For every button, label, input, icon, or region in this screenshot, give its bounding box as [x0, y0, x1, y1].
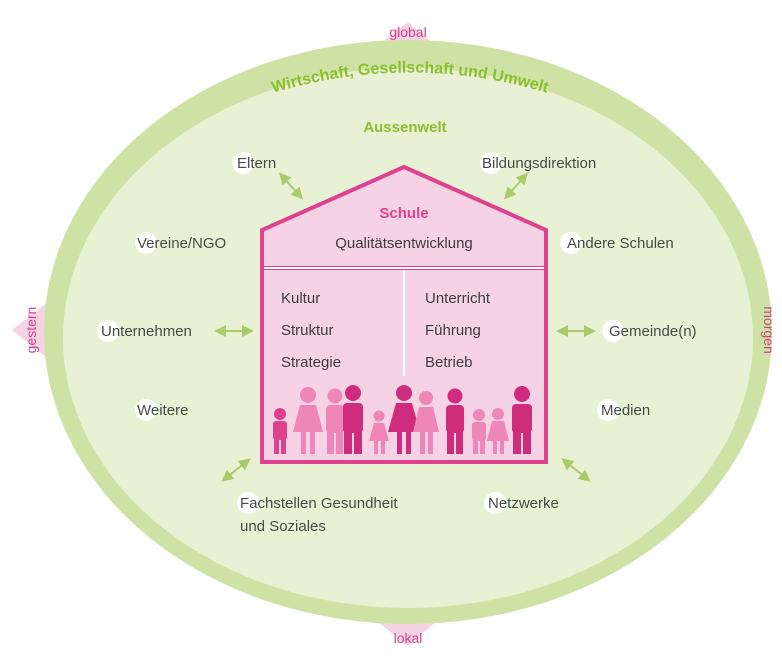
svg-text:Unternehmen: Unternehmen — [101, 323, 192, 340]
node-medien: Medien — [597, 399, 650, 421]
svg-text:Netzwerke: Netzwerke — [488, 495, 559, 512]
school-right-item: Führung — [425, 322, 481, 339]
node-bildungsdirektion: Bildungsdirektion — [480, 152, 596, 174]
svg-text:Bildungsdirektion: Bildungsdirektion — [482, 155, 596, 172]
arrow-netzwerke — [561, 458, 591, 482]
svg-text:Medien: Medien — [601, 402, 650, 419]
arrow-eltern — [279, 172, 303, 200]
label-lokal: lokal — [394, 630, 423, 646]
school-subtitle: Qualitätsentwicklung — [335, 235, 473, 252]
node-netzwerke: Netzwerke — [484, 492, 559, 514]
node-andere-schulen: Andere Schulen — [560, 232, 674, 254]
svg-text:Fachstellen Gesundheit: Fachstellen Gesundheit — [240, 495, 398, 512]
svg-text:Weitere: Weitere — [137, 402, 188, 419]
svg-text:Eltern: Eltern — [237, 155, 276, 172]
svg-text:Andere Schulen: Andere Schulen — [567, 235, 674, 252]
node-gemeinde: Gemeinde(n) — [602, 320, 697, 342]
school-right-item: Unterricht — [425, 290, 491, 307]
people-group-icon — [273, 385, 532, 454]
school-title: Schule — [379, 205, 428, 222]
school-left-item: Struktur — [281, 322, 334, 339]
label-gestern: gestern — [23, 307, 39, 354]
label-morgen: morgen — [761, 306, 777, 353]
school-left-item: Strategie — [281, 354, 341, 371]
label-global: global — [389, 24, 426, 40]
svg-text:Vereine/NGO: Vereine/NGO — [137, 235, 226, 252]
node-vereine: Vereine/NGO — [135, 232, 226, 254]
arrow-fachstellen — [221, 458, 251, 482]
node-weitere: Weitere — [135, 399, 188, 421]
node-unternehmen: Unternehmen — [97, 320, 192, 342]
svg-text:und Soziales: und Soziales — [240, 518, 326, 535]
school-right-item: Betrieb — [425, 354, 473, 371]
outer-world-title: Aussenwelt — [363, 119, 446, 136]
school-left-item: Kultur — [281, 290, 320, 307]
node-fachstellen: Fachstellen Gesundheit und Soziales — [237, 492, 398, 535]
arrow-bildungsdirektion — [504, 172, 528, 200]
svg-text:Gemeinde(n): Gemeinde(n) — [609, 323, 697, 340]
node-eltern: Eltern — [232, 152, 276, 174]
